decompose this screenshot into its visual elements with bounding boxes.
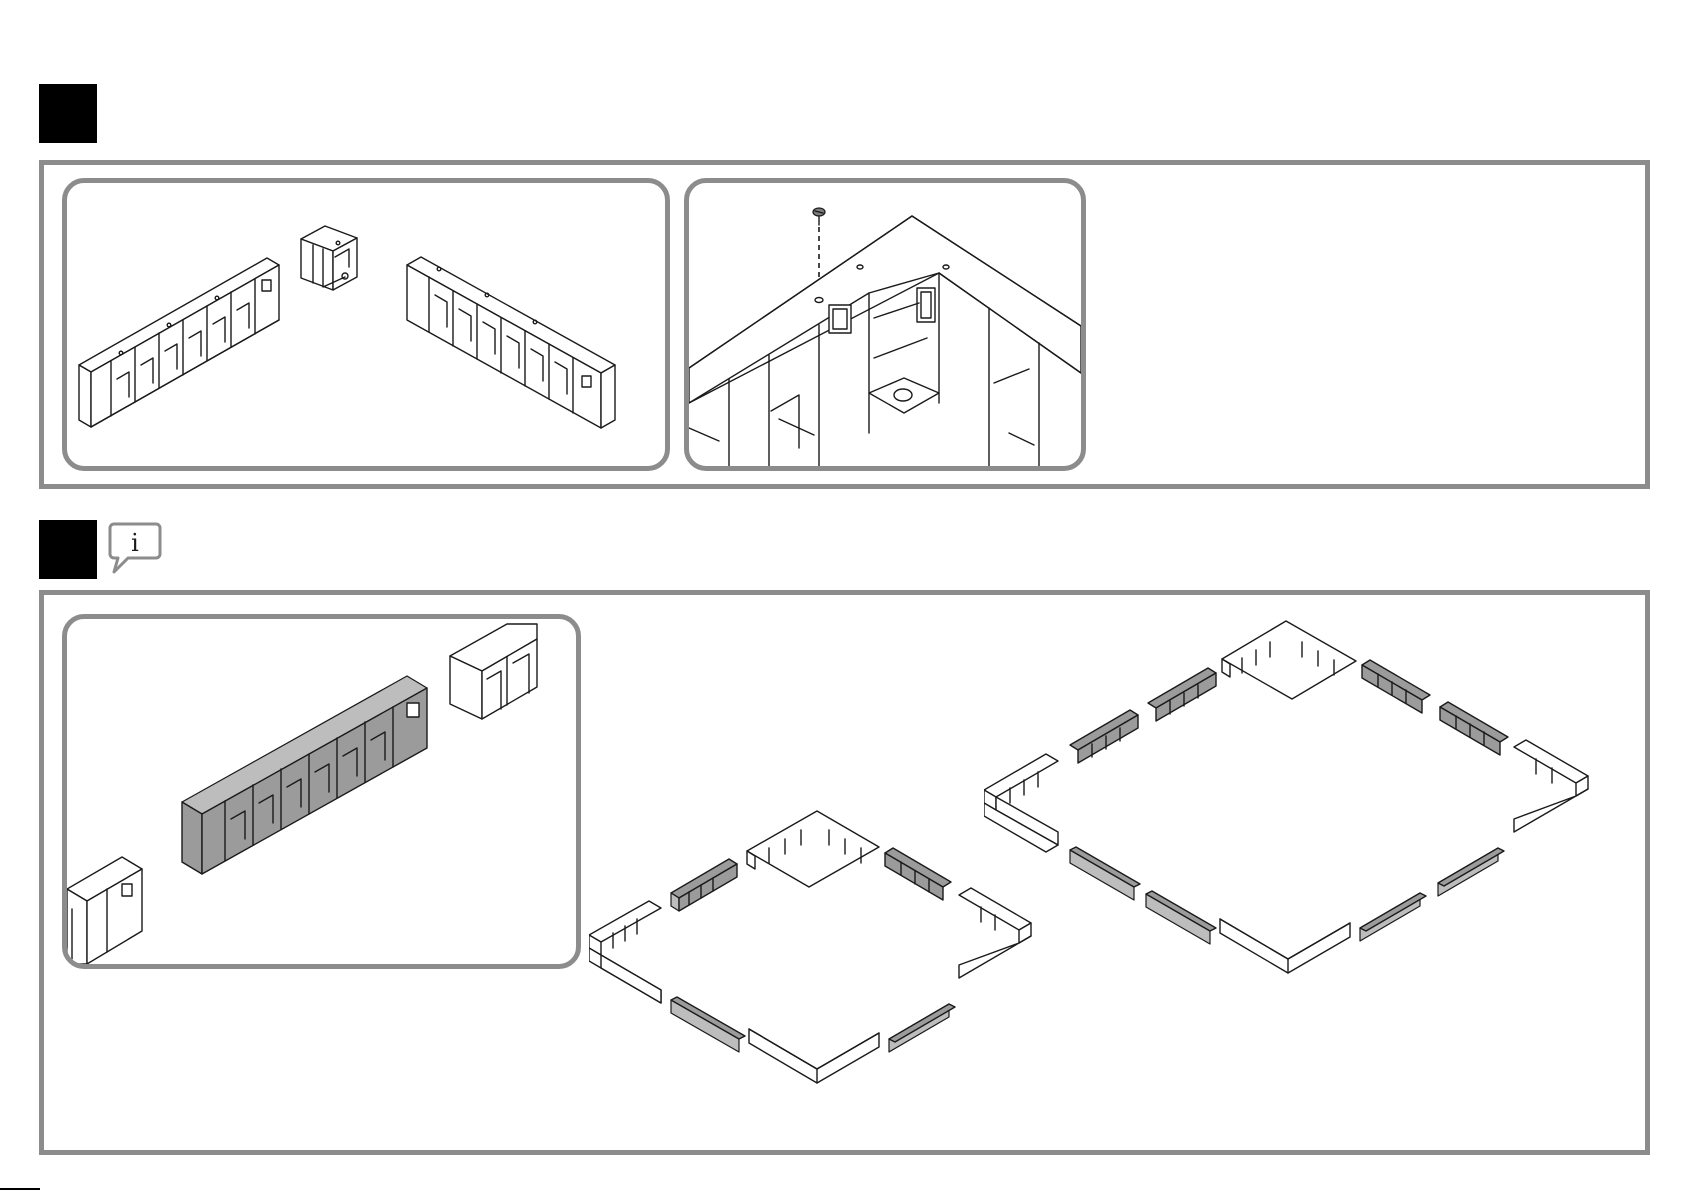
wall-segment-icon [1362, 660, 1430, 713]
step-1-frame [39, 160, 1650, 489]
corner-connector-icon [67, 857, 142, 964]
step-1-panel-fasten [684, 178, 1086, 471]
corner-connector-icon [749, 1029, 879, 1083]
footer-rule [0, 1188, 40, 1190]
wall-segment-icon [889, 1004, 955, 1052]
wall-segment-icon [407, 257, 615, 428]
wall-segment-icon [1148, 668, 1216, 721]
corner-connector-icon [747, 811, 879, 887]
corner-connector-icon [1514, 740, 1588, 832]
gray-segment-detail-illustration [67, 619, 576, 964]
info-glyph: i [131, 529, 139, 557]
wall-segment-icon [885, 848, 951, 900]
wall-segment-icon [671, 997, 745, 1052]
step-2-panel-detail [62, 614, 581, 969]
step-2-frame [39, 590, 1650, 1155]
step-1-marker [39, 84, 97, 143]
step-2-marker [39, 520, 97, 579]
corner-connector-icon [301, 226, 357, 290]
wall-segment-icon [79, 258, 279, 427]
info-speech-bubble-icon: i [106, 520, 164, 578]
wall-segments-with-connector-illustration [67, 183, 665, 466]
step-1-panel-parts [62, 178, 670, 471]
wall-segment-icon [1070, 710, 1138, 763]
wall-segment-icon [182, 676, 427, 874]
wall-segment-icon [1438, 848, 1504, 896]
corner-connector-icon [1220, 919, 1350, 973]
corner-connector-icon [589, 901, 661, 1003]
wall-segment-icon [1440, 702, 1508, 755]
wall-segment-icon [1360, 893, 1426, 941]
wall-segment-icon [1146, 891, 1216, 944]
corner-connector-icon [984, 754, 1058, 852]
corner-connector-icon [450, 624, 537, 719]
corner-fastening-illustration [689, 183, 1081, 466]
small-frame-layout-illustration [589, 803, 1044, 1093]
screw-icon [813, 208, 825, 225]
large-frame-layout-illustration [984, 595, 1644, 1015]
wall-segment-icon [671, 859, 737, 911]
wall-segment-icon [1070, 847, 1140, 900]
corner-connector-icon [1222, 621, 1356, 699]
